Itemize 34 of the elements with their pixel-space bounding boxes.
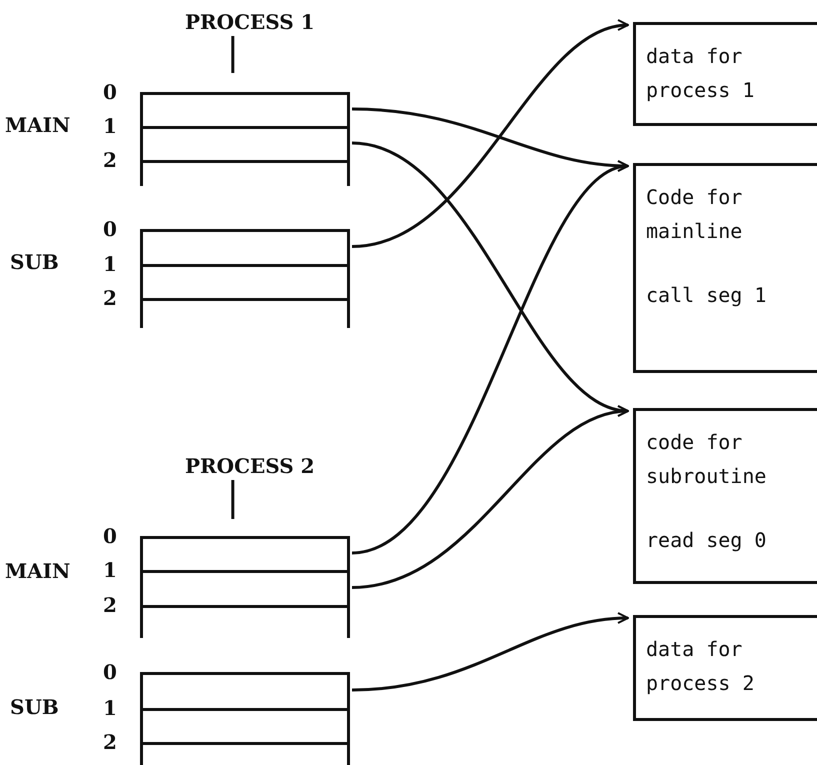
arrow: [352, 612, 629, 692]
row-number: 2: [103, 730, 117, 754]
row-number: 1: [103, 696, 117, 720]
leader-line: [231, 480, 234, 519]
table-name: MAIN: [5, 113, 70, 137]
memory-box: [633, 22, 817, 126]
row-number: 2: [103, 148, 117, 172]
row-number: 0: [103, 524, 117, 548]
memory-box: [633, 615, 817, 721]
row-number: 2: [103, 593, 117, 617]
box-text: call seg 1: [646, 282, 766, 309]
row-number: 1: [103, 558, 117, 582]
box-text: data for process 1: [646, 43, 756, 104]
box-text: read seg 0: [646, 527, 766, 554]
process-label: PROCESS 2: [185, 454, 315, 478]
row-number: 2: [103, 286, 117, 310]
box-text: Code for mainline: [646, 184, 744, 245]
table-name: SUB: [10, 250, 59, 274]
arrow: [352, 406, 629, 589]
row-number: 1: [103, 252, 117, 276]
box-text: code for subroutine: [646, 429, 768, 490]
leader-line: [231, 36, 234, 73]
row-number: 0: [103, 80, 117, 104]
arrow: [352, 163, 629, 554]
row-number: 0: [103, 660, 117, 684]
memory-box: [633, 408, 817, 584]
row-number: 1: [103, 114, 117, 138]
table-name: SUB: [10, 695, 59, 719]
table-name: MAIN: [5, 559, 70, 583]
arrow: [352, 20, 629, 248]
memory-box: [633, 163, 817, 373]
box-text: data for process 2: [646, 636, 756, 697]
row-number: 0: [103, 217, 117, 241]
process-label: PROCESS 1: [185, 10, 315, 34]
